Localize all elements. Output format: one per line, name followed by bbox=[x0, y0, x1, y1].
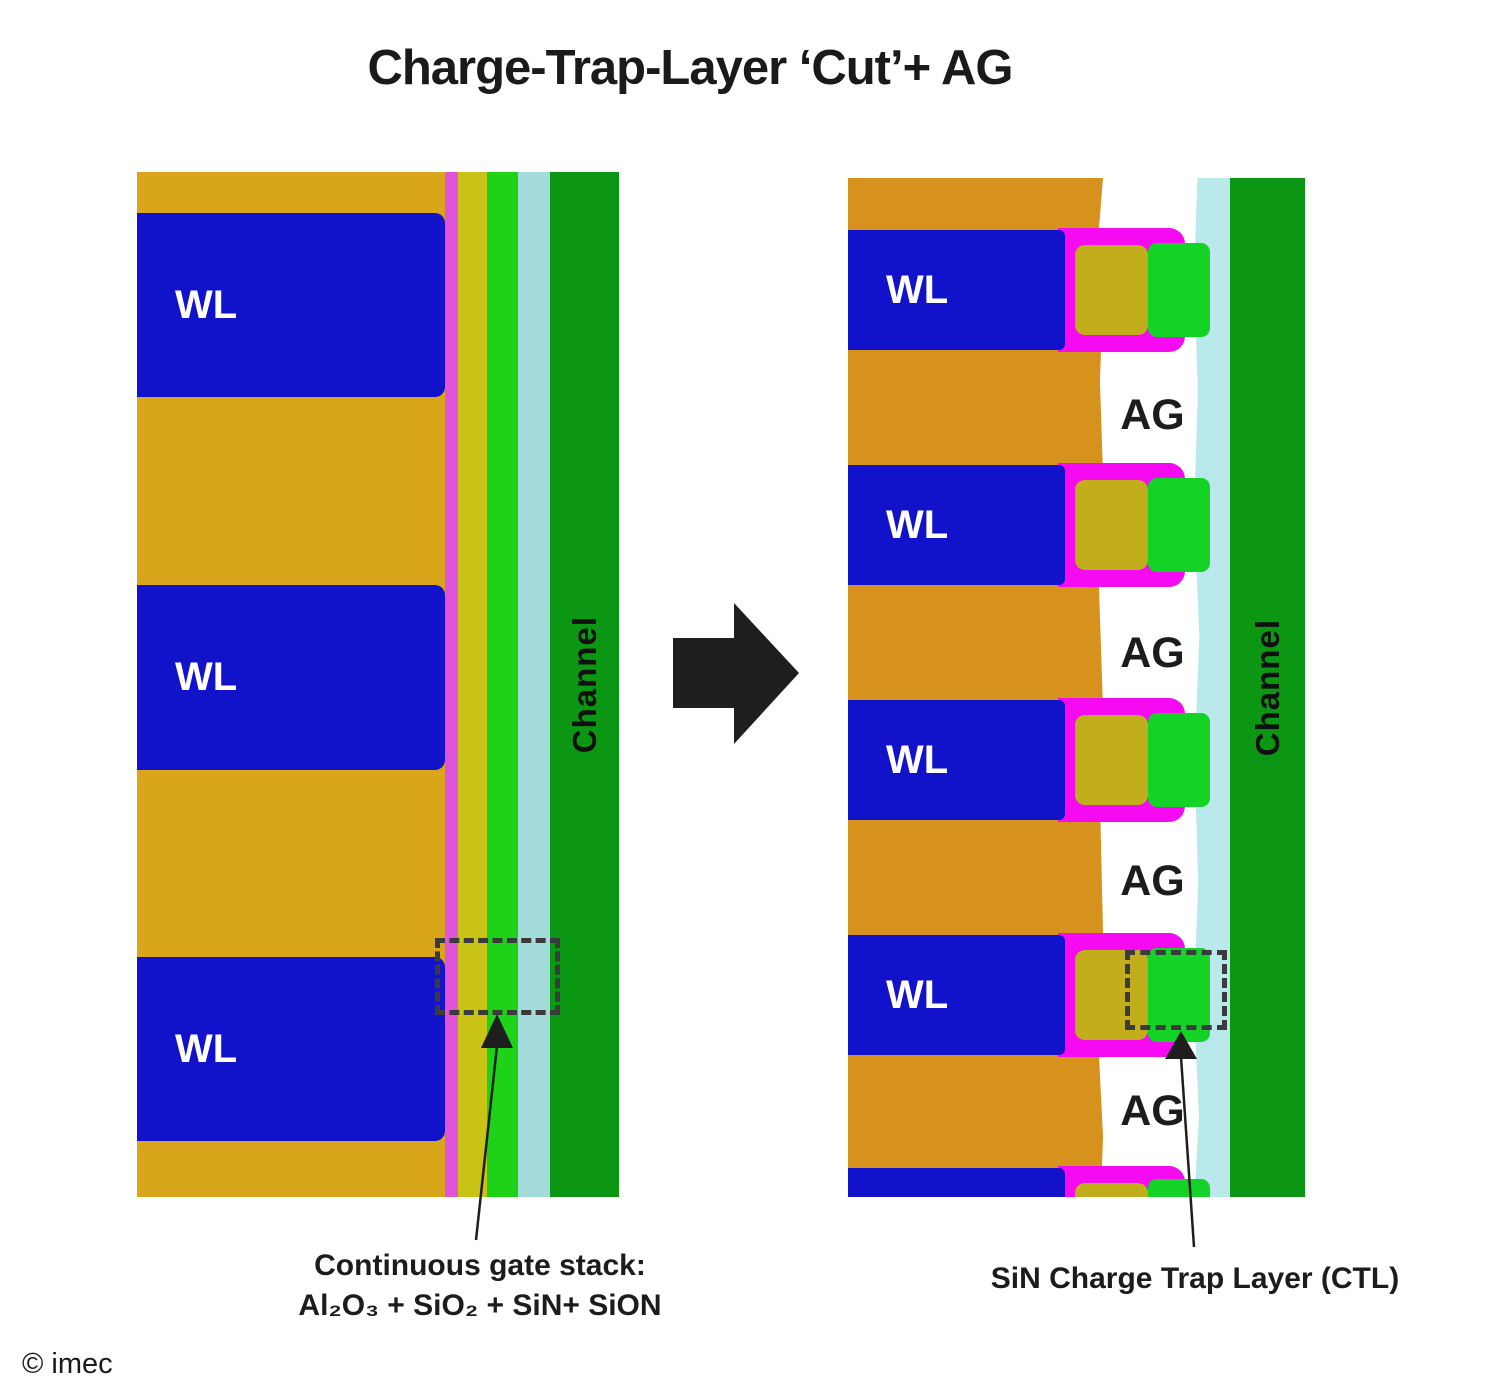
left-layer-sio2 bbox=[458, 172, 487, 1197]
left-channel-column: Channel bbox=[550, 172, 619, 1197]
sio2-block bbox=[1075, 480, 1148, 570]
ctl-caption: SiN Charge Trap Layer (CTL) bbox=[990, 1262, 1400, 1295]
process-arrow-icon bbox=[673, 603, 799, 744]
ctl-block bbox=[1148, 1179, 1210, 1197]
ag-gap-label-2: AG bbox=[1120, 629, 1185, 677]
wl-label: WL bbox=[175, 1026, 238, 1071]
ctl-block bbox=[1148, 243, 1210, 337]
right-panel: Channel WL WL WL WL bbox=[848, 178, 1305, 1197]
left-panel: Channel WL WL WL bbox=[137, 172, 619, 1197]
wl-label: WL bbox=[886, 267, 949, 312]
wl-label: WL bbox=[175, 282, 238, 327]
left-wl-block-3: WL bbox=[137, 957, 445, 1141]
ctl-block bbox=[1148, 478, 1210, 572]
sio2-block bbox=[1075, 245, 1148, 335]
ag-gap-label-4: AG bbox=[1120, 1087, 1185, 1135]
wl-label: WL bbox=[886, 737, 949, 782]
gate-stack-caption-line2: Al₂O₃ + SiO₂ + SiN+ SiON bbox=[298, 1289, 662, 1322]
left-wl-block-1: WL bbox=[137, 213, 445, 397]
gate-stack-caption: Continuous gate stack: Al₂O₃ + SiO₂ + Si… bbox=[250, 1246, 710, 1326]
right-wl-block-1: WL bbox=[848, 230, 1065, 350]
right-wl-block-4: WL bbox=[848, 935, 1065, 1055]
right-wl-block-3: WL bbox=[848, 700, 1065, 820]
figure-title: Charge-Trap-Layer ‘Cut’+ AG bbox=[367, 41, 1013, 95]
ctl-block bbox=[1148, 713, 1210, 807]
sio2-block bbox=[1075, 715, 1148, 805]
right-wl-block-2: WL bbox=[848, 465, 1065, 585]
gate-stack-caption-line1: Continuous gate stack: bbox=[314, 1249, 646, 1282]
right-channel-column: Channel bbox=[1230, 178, 1305, 1197]
left-channel-label: Channel bbox=[565, 615, 603, 754]
left-layer-sin bbox=[487, 172, 518, 1197]
ctl-highlight-box bbox=[1125, 950, 1227, 1030]
right-channel-label: Channel bbox=[1248, 618, 1286, 757]
ag-gap-label-3: AG bbox=[1120, 857, 1185, 905]
gate-stack-highlight-box bbox=[435, 938, 560, 1015]
wl-label: WL bbox=[175, 655, 238, 699]
ag-gap-label-1: AG bbox=[1120, 391, 1185, 439]
left-wl-block-2: WL bbox=[137, 585, 445, 770]
wl-label: WL bbox=[886, 502, 949, 547]
imec-copyright: © imec bbox=[22, 1348, 113, 1380]
left-layer-al2o3 bbox=[445, 172, 458, 1197]
left-layer-sion bbox=[518, 172, 550, 1197]
right-wl-block-5 bbox=[848, 1168, 1065, 1197]
sio2-block bbox=[1075, 1183, 1148, 1197]
wl-label: WL bbox=[886, 972, 949, 1017]
